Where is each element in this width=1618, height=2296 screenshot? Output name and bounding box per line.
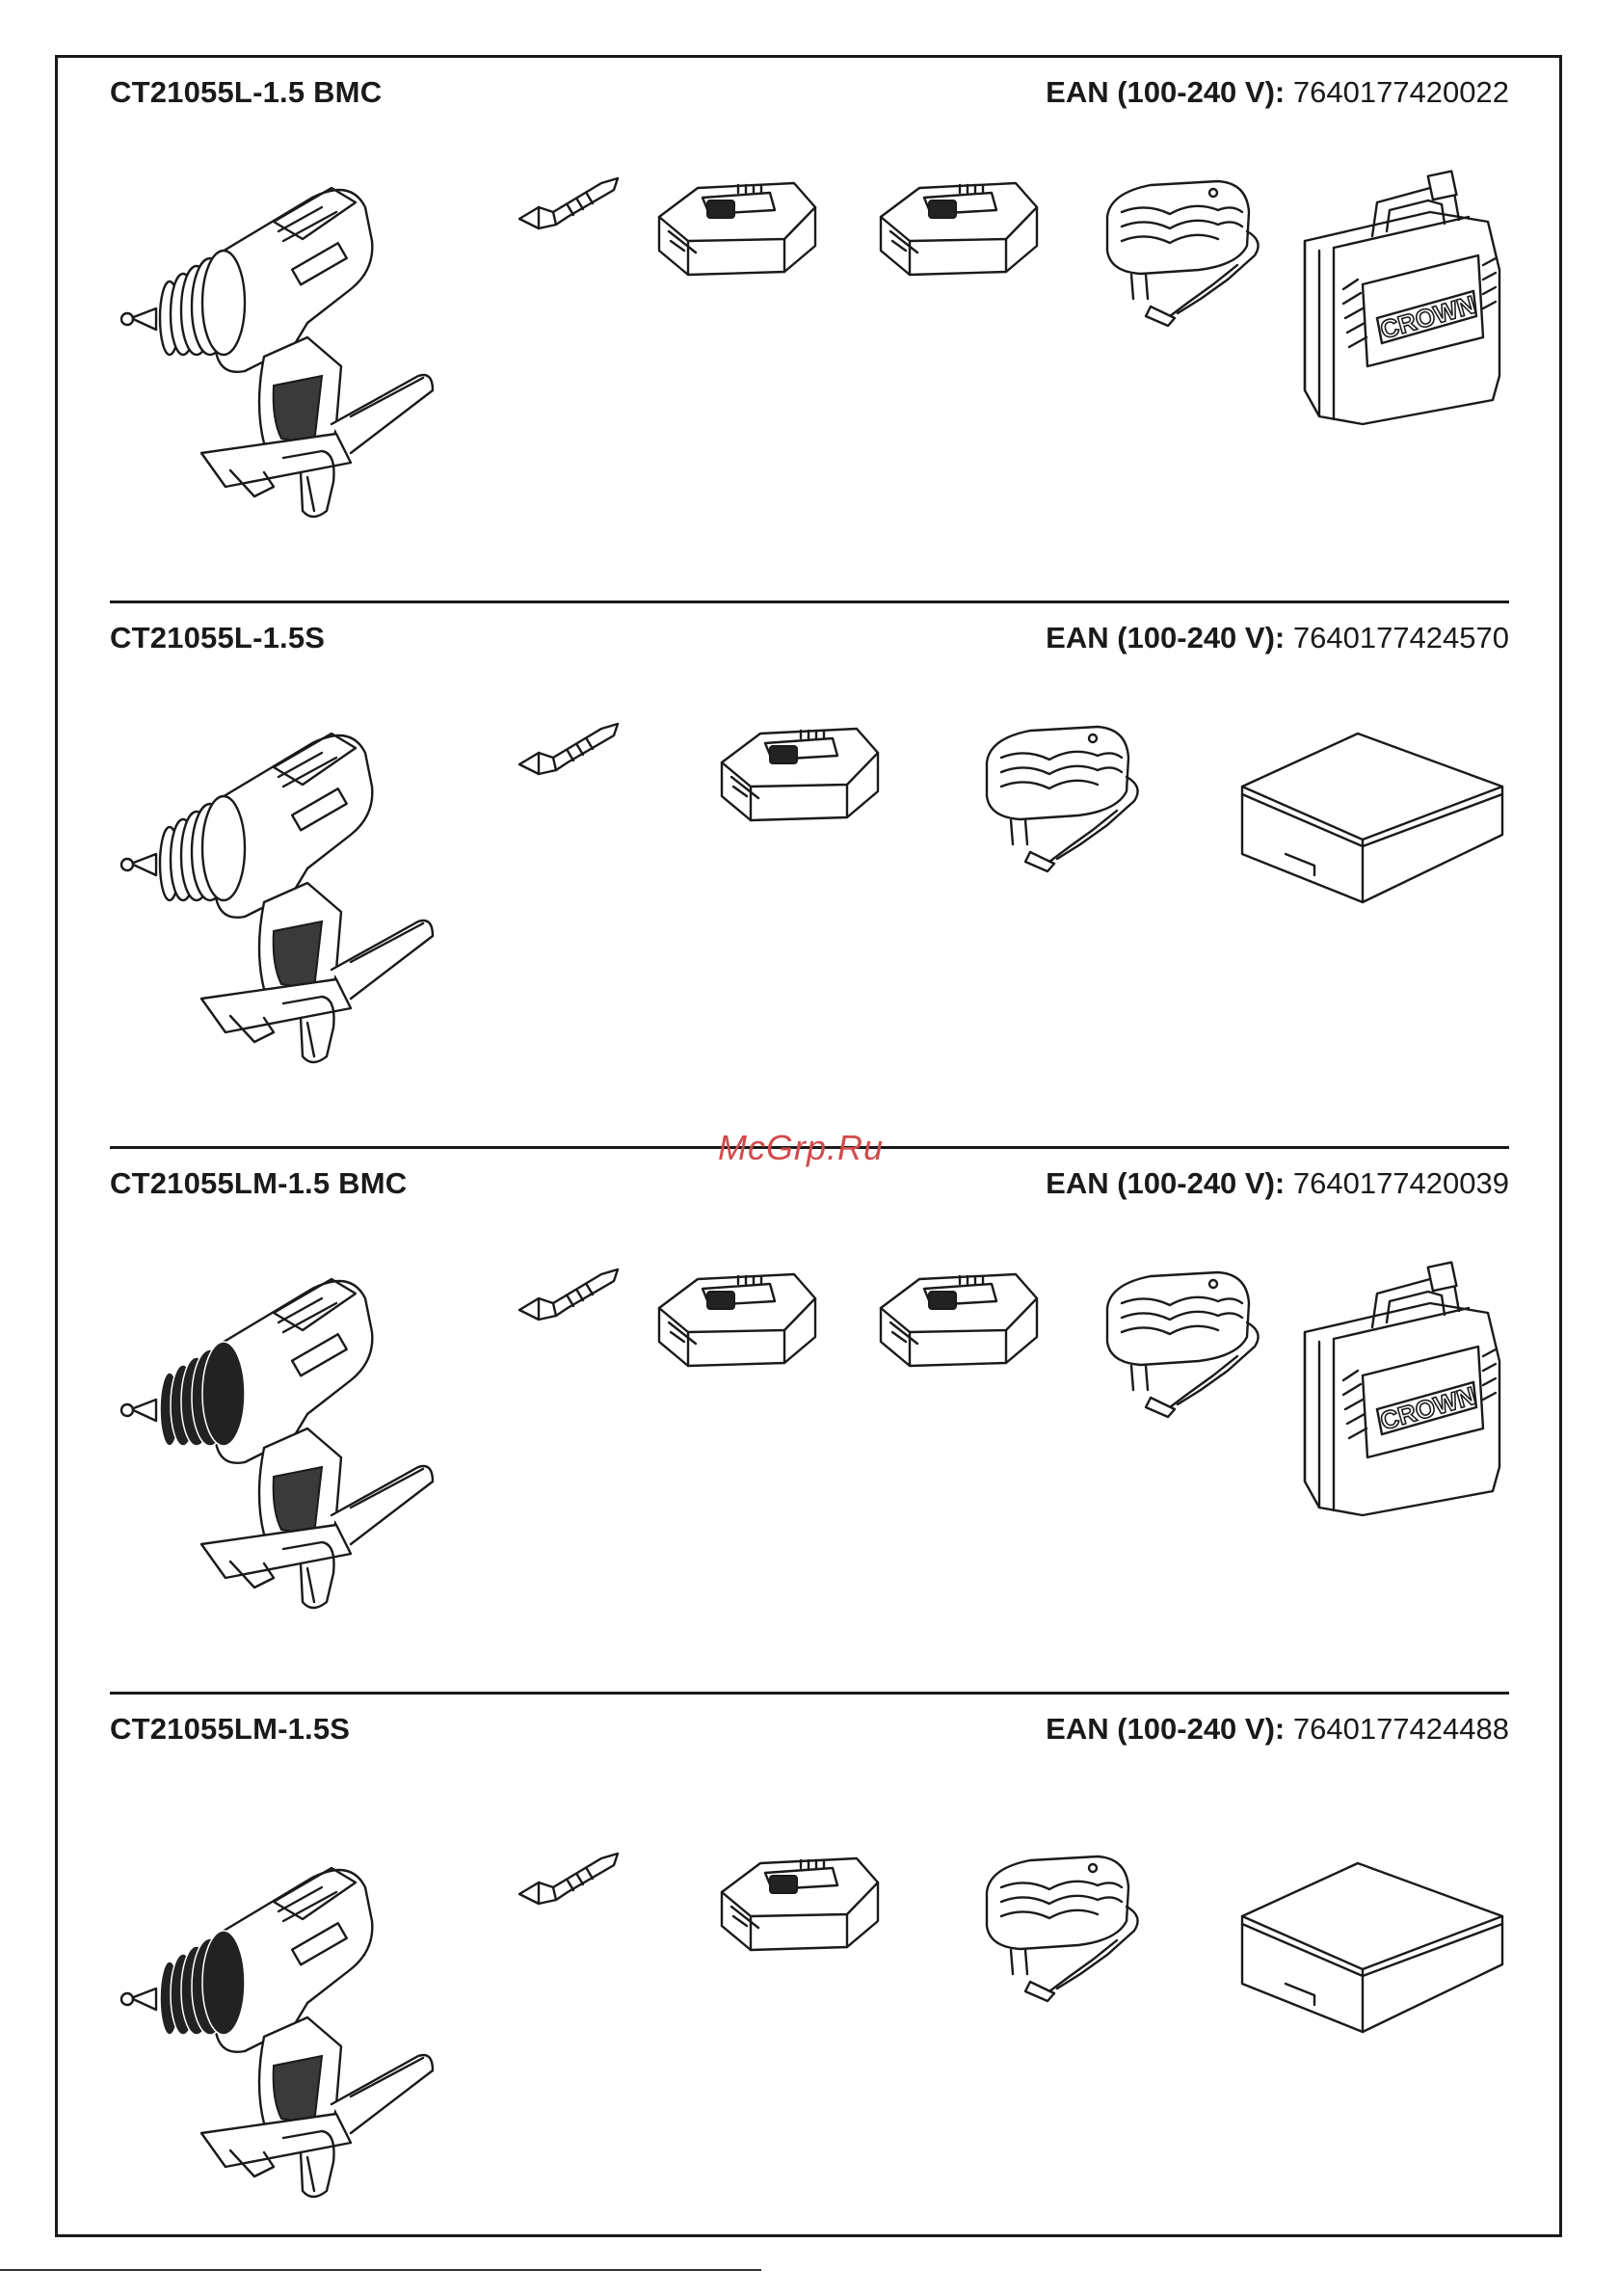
cardboard-box-icon: [1228, 719, 1517, 921]
battery-icon: [712, 1839, 886, 1955]
carry-case-icon: CROWN: [1286, 164, 1517, 434]
charger-icon: [972, 1849, 1146, 2003]
kit-section-3: CT21055LM-1.5 BMC EAN (100-240 V): 76401…: [110, 1149, 1509, 1660]
screwdriver-bit-icon: [510, 1844, 625, 1911]
charger-icon: [972, 719, 1146, 873]
charger-icon: [1093, 1265, 1266, 1419]
carry-case-icon: CROWN: [1286, 1255, 1517, 1525]
screwdriver-bit-icon: [510, 169, 625, 236]
kit-section-1: CT21055L-1.5 BMC EAN (100-240 V): 764017…: [110, 58, 1509, 569]
model-name: CT21055LM-1.5S: [110, 1712, 350, 1747]
battery-icon: [650, 164, 823, 280]
footer-rule: [0, 2269, 761, 2271]
kit-section-2: CT21055L-1.5S EAN (100-240 V): 764017742…: [110, 603, 1509, 1114]
kit-section-4: CT21055LM-1.5S EAN (100-240 V): 76401774…: [110, 1695, 1509, 2205]
screwdriver-bit-icon: [510, 1260, 625, 1327]
cardboard-box-icon: [1228, 1849, 1517, 2051]
ean-code: EAN (100-240 V): 7640177420039: [1046, 1166, 1509, 1201]
ean-code: EAN (100-240 V): 7640177420022: [1046, 75, 1509, 110]
battery-icon: [871, 1255, 1045, 1371]
drill-icon: [110, 164, 438, 482]
model-name: CT21055LM-1.5 BMC: [110, 1166, 407, 1201]
ean-code: EAN (100-240 V): 7640177424488: [1046, 1712, 1509, 1747]
model-name: CT21055L-1.5 BMC: [110, 75, 382, 110]
drill-icon: [110, 1255, 438, 1573]
screwdriver-bit-icon: [510, 714, 625, 782]
battery-icon: [871, 164, 1045, 280]
ean-code: EAN (100-240 V): 7640177424570: [1046, 621, 1509, 655]
drill-icon: [110, 1844, 438, 2162]
model-name: CT21055L-1.5S: [110, 621, 325, 655]
charger-icon: [1093, 174, 1266, 328]
battery-icon: [650, 1255, 823, 1371]
battery-icon: [712, 709, 886, 825]
watermark: McGrp.Ru: [718, 1128, 884, 1168]
drill-icon: [110, 709, 438, 1028]
